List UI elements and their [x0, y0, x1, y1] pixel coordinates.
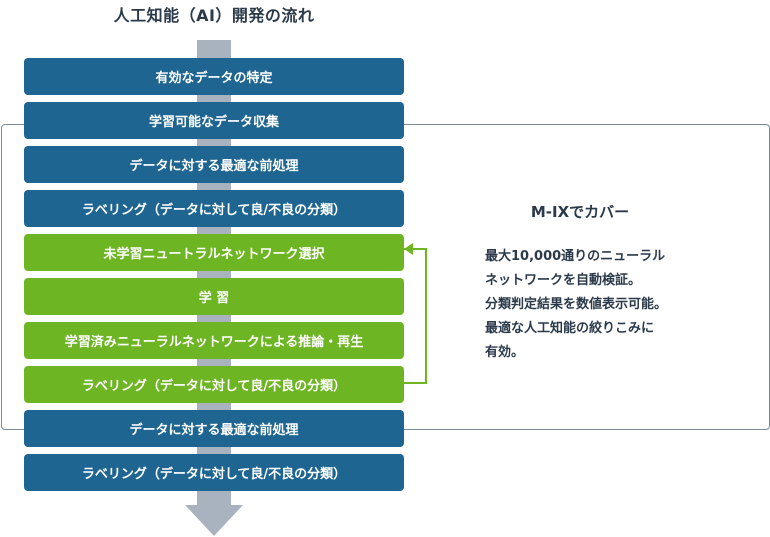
feedback-loop-line	[404, 248, 427, 384]
step-9: データに対する最適な前処理	[24, 410, 404, 447]
mix-line-2: ネットワークを自動検証。	[485, 273, 642, 288]
feedback-arrow-head	[404, 243, 413, 255]
step-7: 学習済みニューラルネットワークによる推論・再生	[24, 322, 404, 359]
step-6: 学 習	[24, 278, 404, 315]
mix-description: 最大10,000通りのニューラル ネットワークを自動検証。 分類判定結果を数値表…	[485, 245, 755, 365]
mix-line-4: 最適な人工知能の絞りこみに	[485, 321, 655, 336]
step-3: データに対する最適な前処理	[24, 146, 404, 183]
step-5: 未学習ニュートラルネットワーク選択	[24, 234, 404, 271]
step-4: ラベリング（データに対して良/不良の分類）	[24, 190, 404, 227]
mix-line-3: 分類判定結果を数値表示可能。	[485, 297, 668, 312]
mix-line-1: 最大10,000通りのニューラル	[485, 249, 666, 264]
mix-title: M-IXでカバー	[530, 203, 630, 221]
step-8: ラベリング（データに対して良/不良の分類）	[24, 366, 404, 403]
flow-arrow-head	[185, 505, 243, 536]
diagram-title: 人工知能（AI）開発の流れ	[113, 6, 315, 25]
mix-line-5: 有効。	[485, 345, 525, 360]
step-2: 学習可能なデータ収集	[24, 102, 404, 139]
step-1: 有効なデータの特定	[24, 58, 404, 95]
step-10: ラベリング（データに対して良/不良の分類）	[24, 454, 404, 491]
